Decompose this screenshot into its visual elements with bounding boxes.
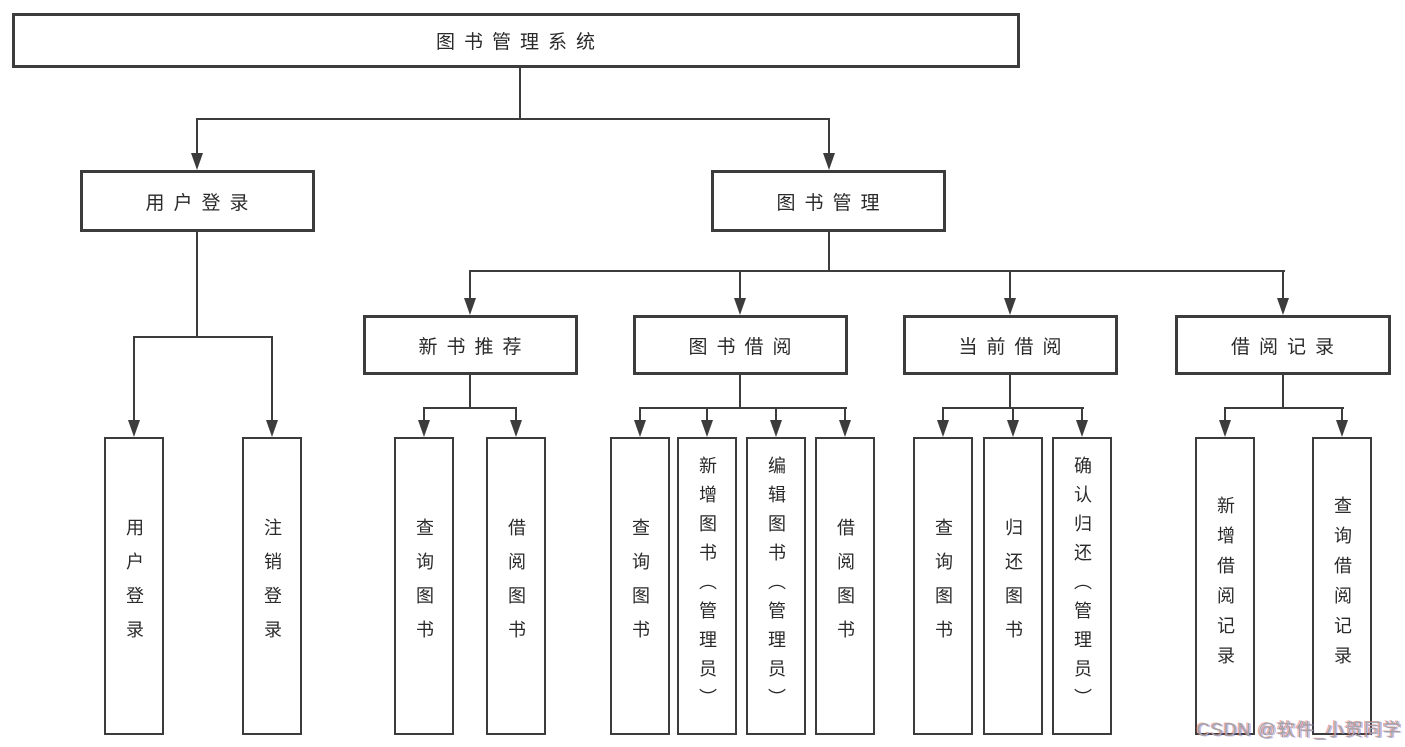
arrowhead-leaf bbox=[1219, 420, 1231, 437]
connector-stub bbox=[423, 407, 425, 420]
leaf-query-books-current: 查询图书 bbox=[913, 437, 973, 735]
leaf-user-login-label: 用户登录 bbox=[124, 518, 144, 654]
arrowhead-leaf bbox=[1336, 420, 1348, 437]
connector-root-stem bbox=[519, 68, 521, 120]
arrowhead-leaf bbox=[937, 420, 949, 437]
node-book-borrow: 图书借阅 bbox=[633, 315, 848, 375]
leaf-query-books-recommend: 查询图书 bbox=[394, 437, 454, 735]
arrowhead-leaf bbox=[634, 420, 646, 437]
connector-current-stem bbox=[1009, 375, 1011, 409]
arrowhead-records bbox=[1277, 298, 1289, 315]
connector-arrow-recommend bbox=[469, 270, 471, 298]
arrowhead-book-management bbox=[823, 153, 835, 170]
leaf-logout: 注销登录 bbox=[242, 437, 302, 735]
arrowhead-leaf bbox=[1007, 420, 1019, 437]
connector-recommend-stem bbox=[469, 375, 471, 409]
leaf-add-book-admin: 新增图书（管理员） bbox=[677, 437, 737, 735]
watermark: CSDN @软件_小贺同学 bbox=[1196, 720, 1402, 740]
connector-arrow-records bbox=[1282, 270, 1284, 298]
leaf-borrow-books-recommend-label: 借阅图书 bbox=[506, 518, 526, 654]
connector-records-rail bbox=[1224, 407, 1344, 409]
arrowhead-leaf bbox=[418, 420, 430, 437]
connector-login-stem bbox=[196, 232, 198, 338]
leaf-query-books-recommend-label: 查询图书 bbox=[414, 518, 434, 654]
node-root: 图书管理系统 bbox=[12, 13, 1020, 68]
arrowhead-leaf bbox=[701, 420, 713, 437]
node-new-book-recommend: 新书推荐 bbox=[363, 315, 578, 375]
connector-level2-rail bbox=[469, 270, 1285, 272]
connector-manage-stem bbox=[828, 232, 830, 272]
connector-arrow-borrow bbox=[739, 270, 741, 298]
node-current-borrow: 当前借阅 bbox=[903, 315, 1118, 375]
leaf-query-books-current-label: 查询图书 bbox=[933, 518, 953, 654]
connector-stub bbox=[639, 407, 641, 420]
node-root-label: 图书管理系统 bbox=[435, 32, 604, 53]
connector-stub bbox=[706, 407, 708, 420]
node-borrow-records-label: 借阅记录 bbox=[1230, 336, 1343, 358]
leaf-add-borrow-record-label: 新增借阅记录 bbox=[1215, 496, 1235, 676]
leaf-query-borrow-record: 查询借阅记录 bbox=[1312, 437, 1372, 735]
connector-borrow-rail bbox=[639, 407, 847, 409]
leaf-confirm-return-admin: 确认归还（管理员） bbox=[1052, 437, 1112, 735]
node-user-login-label: 用户登录 bbox=[145, 192, 258, 214]
arrowhead-recommend bbox=[464, 298, 476, 315]
leaf-logout-label: 注销登录 bbox=[262, 518, 282, 654]
leaf-add-borrow-record: 新增借阅记录 bbox=[1195, 437, 1255, 735]
leaf-return-book: 归还图书 bbox=[983, 437, 1043, 735]
leaf-borrow-books-label: 借阅图书 bbox=[835, 518, 855, 654]
connector-login-rail bbox=[133, 336, 273, 338]
connector-arrow-current bbox=[1009, 270, 1011, 298]
node-current-borrow-label: 当前借阅 bbox=[958, 336, 1071, 358]
leaf-borrow-books-recommend: 借阅图书 bbox=[486, 437, 546, 735]
connector-stub bbox=[844, 407, 846, 420]
connector-records-stem bbox=[1282, 375, 1284, 409]
leaf-query-books-borrow-label: 查询图书 bbox=[630, 518, 650, 654]
arrowhead-current bbox=[1004, 298, 1016, 315]
connector-stub bbox=[775, 407, 777, 420]
node-book-management: 图书管理 bbox=[711, 170, 946, 232]
leaf-query-borrow-record-label: 查询借阅记录 bbox=[1332, 496, 1352, 676]
leaf-edit-book-admin: 编辑图书（管理员） bbox=[746, 437, 806, 735]
arrowhead-leaf-login bbox=[128, 420, 140, 437]
connector-stub bbox=[1341, 407, 1343, 420]
connector-recommend-rail bbox=[423, 407, 517, 409]
arrowhead-borrow bbox=[734, 298, 746, 315]
connector-arrow-user-login bbox=[196, 118, 198, 153]
connector-borrow-stem bbox=[739, 375, 741, 409]
arrowhead-leaf bbox=[1076, 420, 1088, 437]
leaf-return-book-label: 归还图书 bbox=[1003, 518, 1023, 654]
connector-stub bbox=[942, 407, 944, 420]
connector-level1-rail bbox=[196, 118, 830, 120]
arrowhead-leaf bbox=[770, 420, 782, 437]
connector-stub bbox=[515, 407, 517, 420]
connector-arrow-leaf-logout bbox=[271, 336, 273, 420]
leaf-borrow-books: 借阅图书 bbox=[815, 437, 875, 735]
node-user-login: 用户登录 bbox=[80, 170, 315, 232]
leaf-query-books-borrow: 查询图书 bbox=[610, 437, 670, 735]
node-borrow-records: 借阅记录 bbox=[1175, 315, 1391, 375]
connector-stub bbox=[1224, 407, 1226, 420]
connector-arrow-leaf-login bbox=[133, 336, 135, 420]
arrowhead-leaf-logout bbox=[266, 420, 278, 437]
leaf-user-login: 用户登录 bbox=[104, 437, 164, 735]
node-book-borrow-label: 图书借阅 bbox=[688, 336, 801, 358]
arrowhead-leaf bbox=[510, 420, 522, 437]
node-new-book-recommend-label: 新书推荐 bbox=[418, 336, 531, 358]
arrowhead-user-login bbox=[191, 153, 203, 170]
leaf-add-book-admin-label: 新增图书（管理员） bbox=[697, 455, 717, 717]
node-book-management-label: 图书管理 bbox=[776, 192, 889, 214]
arrowhead-leaf bbox=[839, 420, 851, 437]
connector-arrow-book-management bbox=[828, 118, 830, 153]
connector-stub bbox=[1081, 407, 1083, 420]
leaf-edit-book-admin-label: 编辑图书（管理员） bbox=[766, 455, 786, 717]
connector-stub bbox=[1012, 407, 1014, 420]
leaf-confirm-return-admin-label: 确认归还（管理员） bbox=[1072, 455, 1092, 717]
